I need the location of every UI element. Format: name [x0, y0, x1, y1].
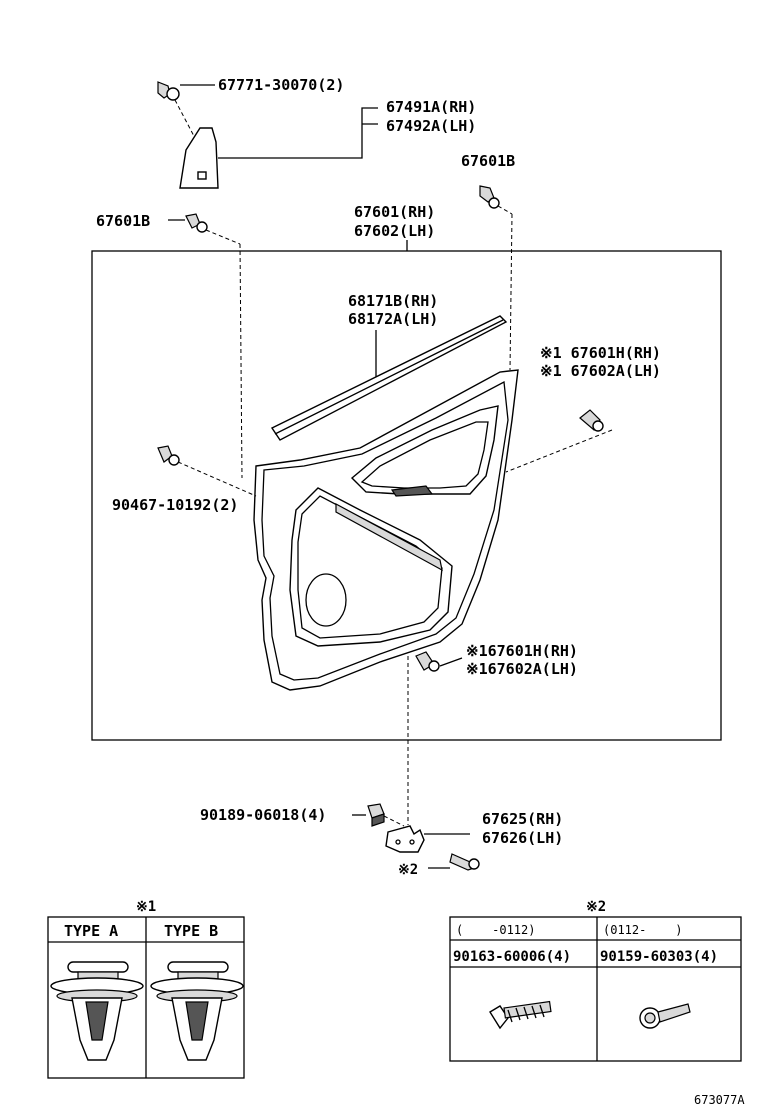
label-screw-left: 90467-10192(2) — [112, 496, 238, 514]
bolt-icon — [449, 853, 480, 871]
dash-clip-left-top — [205, 229, 241, 245]
door-cover-icon — [179, 127, 219, 189]
label-cover-lh: 67492A(LH) — [386, 117, 476, 135]
dash-right-vertical — [509, 213, 513, 371]
label-cover-rh: 67491A(RH) — [386, 98, 476, 116]
screw-type-2-icon — [639, 1003, 691, 1029]
clip-type-b-icon — [150, 961, 244, 1061]
leader-clip-lower — [439, 657, 463, 667]
clip-type-a-icon — [50, 961, 144, 1061]
door-trim-board-icon — [253, 369, 519, 691]
dash-nut — [383, 815, 405, 827]
screw-left-icon — [157, 445, 180, 466]
dash-screw-to-cover — [174, 99, 197, 141]
leader-cover — [218, 107, 378, 159]
table2-ref: ※2 — [586, 899, 606, 915]
table1-ref: ※1 — [136, 899, 156, 915]
table1-type-b: TYPE B — [164, 922, 218, 940]
dash-screw-left — [177, 461, 257, 497]
label-clip-upper-rh: ※1 67601H(RH) — [540, 344, 661, 362]
table1-type-a: TYPE A — [64, 922, 118, 940]
table2-col1-part: 90163-60006(4) — [453, 949, 571, 965]
label-board-lh: 67602(LH) — [354, 222, 435, 240]
dash-clip-right-top — [497, 205, 513, 215]
label-screw-ref: ※2 — [398, 862, 418, 878]
clip-left-top-icon — [185, 213, 208, 233]
table2-col2-part: 90159-60303(4) — [600, 949, 718, 965]
label-clip-left-top: 67601B — [96, 212, 150, 230]
table2-col2-range: (0112- ) — [603, 923, 682, 937]
bracket-icon — [385, 825, 425, 853]
label-clip-lower-lh: ※167602A(LH) — [466, 660, 578, 678]
label-nut: 90189-06018(4) — [200, 806, 326, 824]
label-clip-right-top: 67601B — [461, 152, 515, 170]
diagram-code: 673077A — [694, 1093, 745, 1107]
label-bracket-lh: 67626(LH) — [482, 829, 563, 847]
label-bracket-rh: 67625(RH) — [482, 810, 563, 828]
clip-right-top-icon — [479, 185, 500, 209]
label-clip-lower-rh: ※167601H(RH) — [466, 642, 578, 660]
screw-type-1-icon — [489, 1000, 552, 1030]
nut-icon — [367, 803, 385, 827]
label-screw-top: 67771-30070(2) — [218, 76, 344, 94]
label-weatherstrip-lh: 68172A(LH) — [348, 310, 438, 328]
label-board-rh: 67601(RH) — [354, 203, 435, 221]
dash-left-vertical — [239, 243, 243, 479]
table1-clip-types — [47, 916, 245, 1079]
clip-lower-icon — [415, 651, 440, 672]
dash-clip-upper-right — [505, 429, 613, 473]
clip-upper-right-icon — [579, 409, 604, 432]
table2-col1-range: ( -0112) — [456, 923, 535, 937]
table2-screws — [449, 916, 742, 1062]
screw-top-icon — [157, 81, 180, 101]
label-weatherstrip-rh: 68171B(RH) — [348, 292, 438, 310]
label-clip-upper-lh: ※1 67602A(LH) — [540, 362, 661, 380]
weatherstrip-icon — [270, 315, 508, 441]
